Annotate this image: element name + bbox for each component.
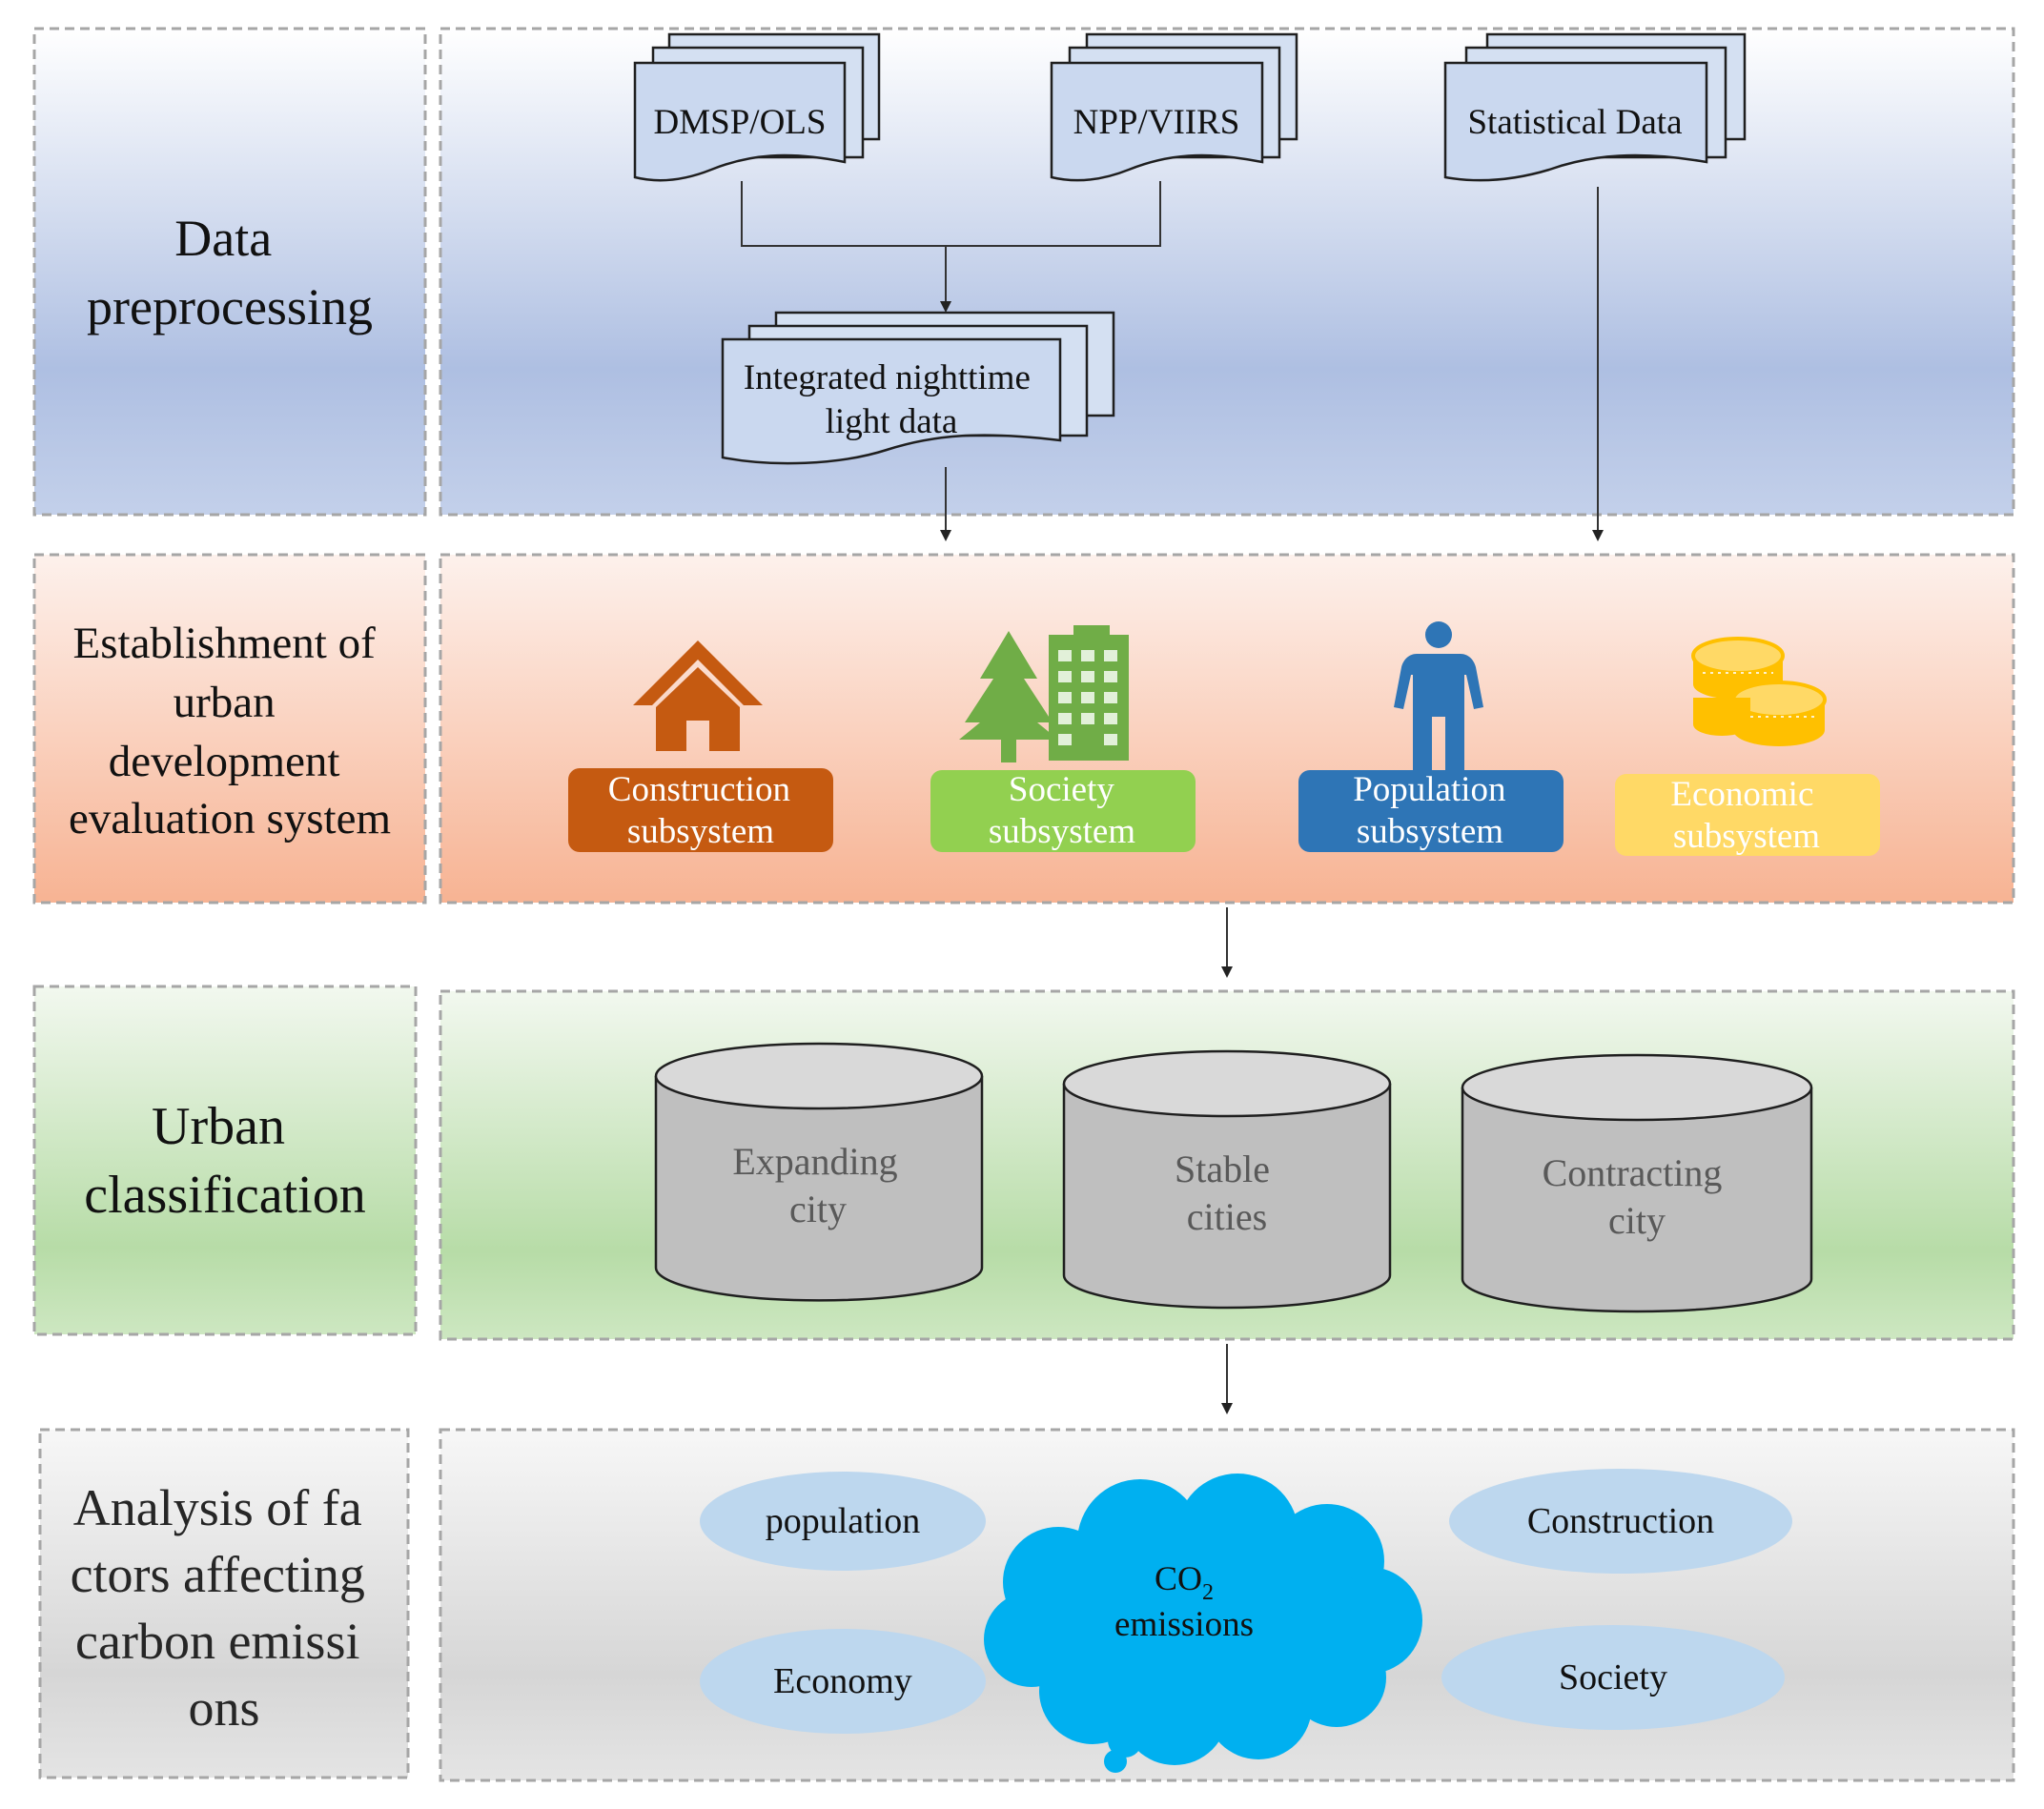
subsystem-labels: Construction subsystem Society subsystem… [568,768,1880,856]
city-cylinders [654,1042,1813,1313]
document-icon [1050,61,1264,182]
stage-label-line: Analysis of fa [73,1479,362,1536]
factor-ellipse-population [700,1472,986,1571]
factor-ellipses [700,1469,1792,1734]
cylinder-expanding [654,1042,984,1302]
connectors [741,181,1604,1414]
subsystem-label-line: subsystem [1357,812,1503,851]
subsystem-box-economic [1615,774,1880,856]
data-source-npp [1050,32,1298,182]
subsystem-label-line: Construction [608,770,790,809]
stage-label-line: urban [174,678,276,727]
city-labels: Expanding city Stable cities Contracting… [732,1140,1732,1242]
city-label-line: Expanding [732,1140,897,1183]
stage-box-analysis [38,1428,410,1779]
data-source-label: DMSP/OLS [654,103,827,142]
data-source-label: Statistical Data [1467,103,1682,142]
city-label-line: Stable [1175,1148,1270,1190]
co2-label: CO2 [1155,1559,1214,1605]
city-label-line: city [789,1188,847,1230]
data-source-label: NPP/VIIRS [1073,103,1240,142]
city-label-stable: Stable cities [1175,1148,1279,1238]
city-label-expanding: Expanding city [732,1140,907,1230]
stage-label-line: evaluation system [69,794,391,844]
document-icon [721,337,1062,465]
subsystem-label-line: subsystem [627,812,774,851]
building-icon [1049,625,1129,761]
stage-label-line: Data [174,210,272,267]
integrated-light-data [721,311,1115,465]
stage-label-evaluation: Establishment of urban development evalu… [69,619,391,844]
subsystem-box-population [1298,770,1564,852]
document-icon [633,61,847,182]
factor-label-society: Society [1559,1657,1667,1697]
stage-label-line: Establishment of [73,619,377,668]
stage-box-preprocessing [32,27,427,517]
stage-label-line: classification [84,1166,365,1225]
factor-ellipse-society [1441,1625,1785,1730]
factor-ellipse-economy [700,1629,986,1734]
city-label-line: Contracting [1543,1151,1723,1194]
document-icon [1443,61,1708,182]
stage-label-line: development [109,737,340,786]
cylinder-stable [1062,1049,1392,1310]
tree-icon [959,631,1058,762]
factor-labels: population Construction Economy Society [766,1501,1714,1701]
subsystem-label-economic: Economic subsystem [1670,775,1822,856]
city-label-contracting: Contracting city [1543,1151,1732,1242]
stage-label-line: preprocessing [87,278,373,335]
factor-label-construction: Construction [1527,1501,1714,1541]
data-source-dmsp [633,32,881,182]
merge-connector [741,181,1161,247]
subsystem-label-line: Population [1353,770,1505,809]
factor-ellipse-construction [1449,1469,1792,1574]
subsystem-label-line: Economic [1670,775,1813,814]
stage-label-analysis: Analysis of fa ctors affecting carbon em… [71,1479,378,1737]
data-source-statistical [1443,32,1747,182]
integrated-label-line: light data [826,402,958,441]
emissions-label: emissions [1114,1605,1254,1644]
stage-label-preprocessing: Data preprocessing [87,210,373,335]
person-icon [1394,621,1483,770]
subsystem-label-society: Society subsystem [989,770,1135,851]
cylinder-contracting [1461,1053,1813,1313]
co2-label-subscript: 2 [1202,1580,1214,1605]
stage-label-classification: Urban classification [84,1097,365,1225]
tree-building-icon [959,625,1129,762]
integrated-label-line: Integrated nighttime [744,358,1031,397]
stage-labels: Data preprocessing Establishment of urba… [69,210,391,1737]
city-label-line: city [1608,1199,1666,1242]
stage-box-classification [32,985,418,1336]
subsystem-label-line: Society [1009,770,1114,809]
subsystem-box-society [930,770,1196,852]
coin-bottom [1693,698,1750,736]
stage-label-line: ons [188,1679,259,1737]
stage-label-line: Urban [152,1097,285,1156]
subsystem-label-line: subsystem [1673,817,1820,856]
subsystem-box-construction [568,768,833,852]
stage-label-line: carbon emissi [75,1613,359,1670]
coins-icon [1691,637,1827,746]
stage-label-line: ctors affecting [71,1546,365,1603]
house-icon [633,640,763,751]
co2-label-co: CO [1155,1559,1202,1597]
integrated-label: Integrated nighttime light data [744,358,1039,441]
stage-box-evaluation [32,553,427,904]
subsystem-label-population: Population subsystem [1353,770,1515,851]
subsystem-label-construction: Construction subsystem [608,770,799,851]
co2-cloud-icon [984,1474,1422,1773]
factor-label-population: population [766,1501,921,1541]
factor-label-economy: Economy [773,1661,912,1701]
coin-upper [1691,637,1785,700]
city-label-line: cities [1187,1195,1267,1238]
subsystem-label-line: subsystem [989,812,1135,851]
